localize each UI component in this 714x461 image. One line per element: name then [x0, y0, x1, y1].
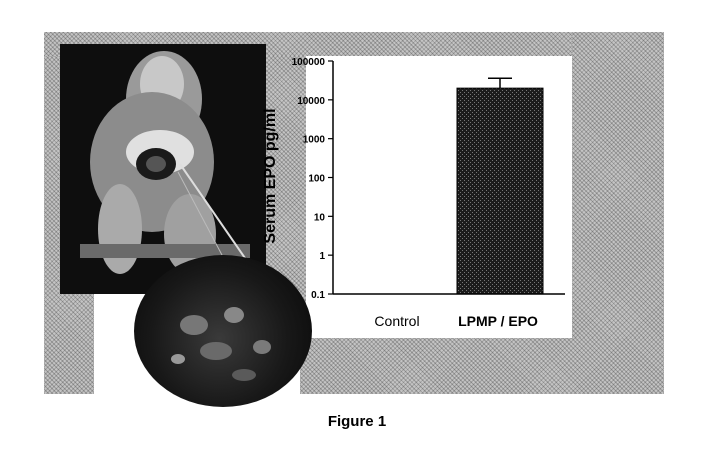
figure-caption: Figure 1 [0, 413, 714, 430]
plot-area: 0.1 1 10 100 1000 10000 100000Serum EPO pg/mlC… [262, 57, 565, 329]
y-tick-label-5: 1000 [303, 135, 326, 146]
y-tick-label-4: 100 [308, 174, 325, 185]
category-label-2: LPMP / EPO [458, 313, 538, 329]
y-tick-label-2: 1 [319, 251, 325, 262]
category-label-1: Control [374, 313, 419, 329]
y-tick-label-3: 10 [314, 212, 326, 223]
y-tick-label-7: 100000 [292, 57, 326, 68]
y-tick-label-1: 0.1 [311, 290, 325, 301]
y-axis-label: Serum EPO pg/ml [262, 108, 279, 243]
y-tick-label-6: 10000 [297, 96, 325, 107]
bar-2 [457, 88, 543, 294]
